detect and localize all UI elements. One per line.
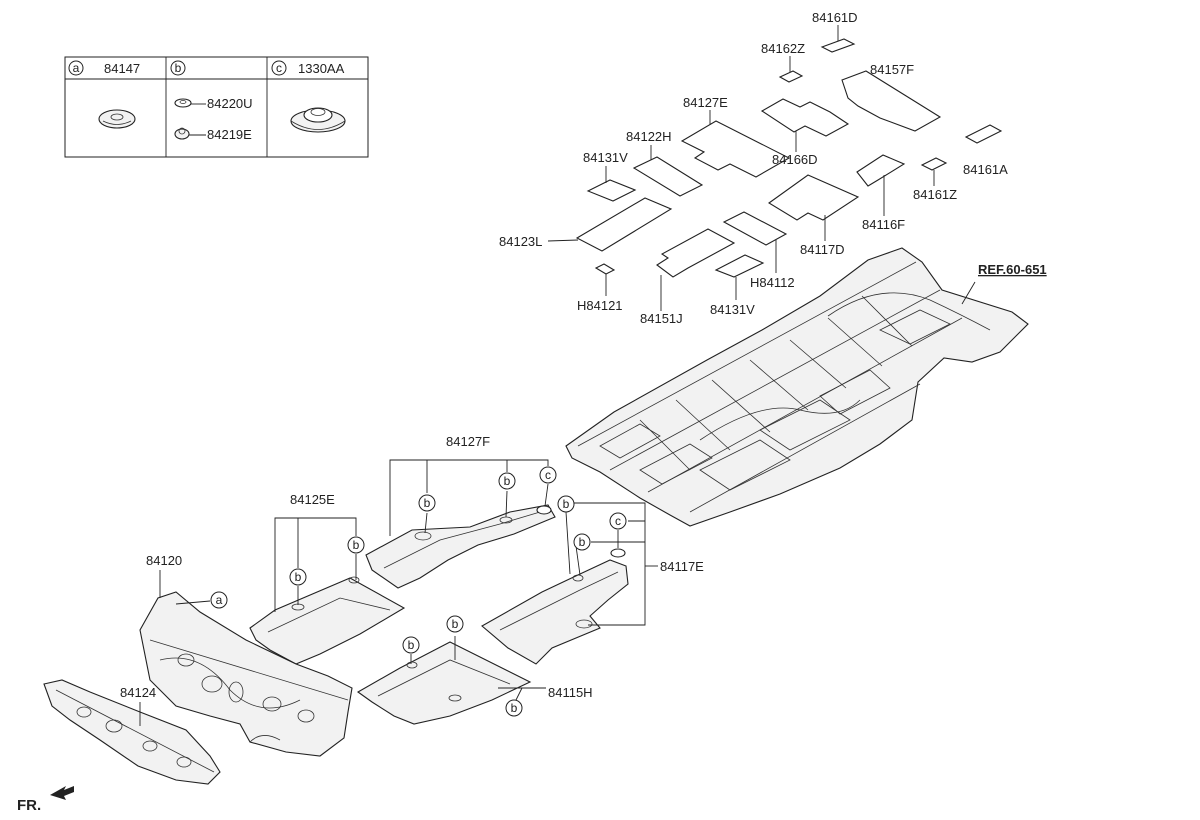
svg-text:84166D: 84166D: [772, 152, 818, 167]
svg-text:84116F: 84116F: [862, 217, 905, 232]
svg-text:84162Z: 84162Z: [761, 41, 805, 56]
svg-text:H84112: H84112: [750, 275, 795, 290]
legend-c-letter: c: [276, 61, 282, 75]
legend-b-letter: b: [175, 61, 182, 75]
svg-text:b: b: [579, 535, 586, 549]
pad-H84112: H84112: [722, 211, 795, 290]
label-84120: 84120: [146, 553, 182, 568]
label-84124: 84124: [120, 685, 156, 700]
label-84117E: 84117E: [660, 559, 704, 574]
legend-b-part-1: 84220U: [207, 96, 253, 111]
svg-text:b: b: [424, 496, 431, 510]
svg-text:84161Z: 84161Z: [913, 187, 957, 202]
svg-text:a: a: [216, 593, 223, 607]
legend-c-part: 1330AA: [298, 61, 345, 76]
pad-84116F: 84116F: [856, 154, 906, 232]
svg-text:b: b: [408, 638, 415, 652]
front-direction-arrow-icon: [50, 786, 74, 800]
plug-c-icon: [290, 107, 346, 133]
pad-84151J: 84151J: [640, 228, 736, 326]
svg-text:H84121: H84121: [577, 298, 623, 313]
pad-84157F: 84157F: [841, 62, 942, 132]
svg-text:84161A: 84161A: [963, 162, 1008, 177]
dash-insulator-84120: [139, 591, 353, 757]
pad-84122H: 84122H: [626, 129, 704, 197]
svg-text:84123L: 84123L: [499, 234, 542, 249]
svg-text:b: b: [452, 617, 459, 631]
label-84115H: 84115H: [548, 685, 593, 700]
svg-text:b: b: [504, 474, 511, 488]
pad-H84121: H84121: [577, 263, 623, 313]
pad-84117D: 84117D: [768, 174, 860, 257]
svg-text:b: b: [511, 701, 518, 715]
pad-84161Z: 84161Z: [913, 157, 957, 202]
legend-a-part: 84147: [104, 61, 140, 76]
svg-text:84131V: 84131V: [710, 302, 755, 317]
svg-text:b: b: [295, 570, 302, 584]
svg-text:84157F: 84157F: [870, 62, 914, 77]
cover-84115H: [356, 641, 532, 725]
legend-table: a 84147 b c 1330AA 84220U 84219E: [64, 56, 369, 158]
svg-text:c: c: [615, 514, 621, 528]
svg-text:b: b: [563, 497, 570, 511]
legend-a-letter: a: [73, 61, 80, 75]
pad-84123L: 84123L: [499, 197, 673, 252]
clip-b2-icon: [174, 127, 190, 140]
pad-84161A: 84161A: [963, 124, 1008, 177]
pad-84131V-top: 84131V: [583, 150, 637, 202]
pad-84127E: 84127E: [680, 95, 791, 178]
svg-text:84161D: 84161D: [812, 10, 858, 25]
dash-pad-84124: [43, 679, 221, 785]
grommet-a-icon: [98, 109, 136, 129]
floor-panel: [565, 247, 1029, 527]
pad-84162Z: 84162Z: [761, 41, 805, 83]
label-84125E: 84125E: [290, 492, 335, 507]
svg-text:84151J: 84151J: [640, 311, 683, 326]
label-84127F: 84127F: [446, 434, 490, 449]
pad-84166D: 84166D: [760, 98, 850, 167]
pad-84131V-bottom: 84131V: [710, 254, 765, 317]
reference-label: REF.60-651: [978, 262, 1047, 277]
legend-b-part-2: 84219E: [207, 127, 252, 142]
svg-text:84131V: 84131V: [583, 150, 628, 165]
cover-84117E: [481, 548, 629, 665]
cover-84127F: [365, 504, 556, 589]
clip-b1-icon: [174, 98, 192, 108]
svg-text:c: c: [545, 468, 551, 482]
svg-text:84117D: 84117D: [800, 242, 845, 257]
front-direction-label: FR.: [17, 797, 41, 814]
svg-text:84122H: 84122H: [626, 129, 672, 144]
svg-text:84127E: 84127E: [683, 95, 728, 110]
cover-84125E: [249, 576, 406, 665]
svg-text:b: b: [353, 538, 360, 552]
pad-84161D: 84161D: [812, 10, 858, 53]
